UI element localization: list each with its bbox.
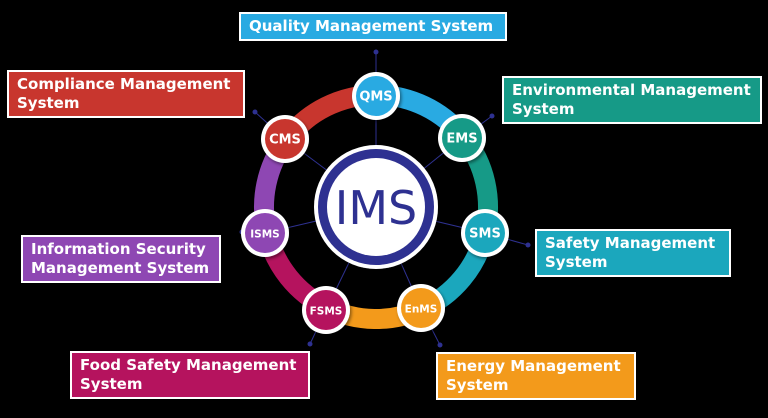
- label-enms-text: Energy Management System: [446, 357, 621, 394]
- node-fsms-fill: [306, 290, 346, 330]
- label-sms: Safety Management System: [535, 229, 731, 277]
- node-enms-fill: [401, 288, 441, 328]
- label-qms: Quality Management System: [239, 12, 507, 41]
- node-sms-fill: [465, 213, 505, 253]
- node-sms: SMS: [461, 209, 509, 257]
- label-fsms-text: Food Safety Management System: [80, 356, 297, 393]
- node-isms: ISMS: [241, 209, 289, 257]
- label-cms: Compliance Management System: [7, 70, 245, 118]
- ims-hub: IMS: [314, 145, 438, 269]
- label-cms-text: Compliance Management System: [17, 75, 231, 112]
- connector-dot-enms: [437, 342, 443, 348]
- label-qms-text: Quality Management System: [249, 17, 494, 35]
- connector-dot-ems: [489, 113, 495, 119]
- connector-dot-sms: [525, 242, 531, 248]
- node-ems: EMS: [438, 114, 486, 162]
- node-enms: EnMS: [397, 284, 445, 332]
- connector-dot-fsms: [307, 341, 313, 347]
- connector-dot-qms: [373, 49, 379, 55]
- node-enms-label: EnMS: [405, 304, 438, 316]
- hub-label: IMS: [335, 181, 417, 235]
- label-isms: Information Security Management System: [21, 235, 221, 283]
- node-fsms-label: FSMS: [310, 306, 343, 318]
- label-ems: Environmental Management System: [502, 76, 762, 124]
- node-isms-label: ISMS: [250, 229, 279, 241]
- label-ems-text: Environmental Management System: [512, 81, 751, 118]
- label-fsms: Food Safety Management System: [70, 351, 310, 399]
- label-isms-text: Information Security Management System: [31, 240, 210, 277]
- ring-nodes: QMS EMS SMS EnMS FSMS ISMS CMS: [241, 72, 509, 334]
- node-ems-fill: [442, 118, 482, 158]
- node-qms-fill: [356, 76, 396, 116]
- node-isms-fill: [245, 213, 285, 253]
- node-sms-label: SMS: [469, 227, 501, 242]
- node-ems-label: EMS: [446, 132, 477, 147]
- hub-inner-circle: [327, 158, 425, 256]
- node-qms-label: QMS: [359, 90, 392, 105]
- node-cms: CMS: [261, 115, 309, 163]
- node-fsms: FSMS: [302, 286, 350, 334]
- label-sms-text: Safety Management System: [545, 234, 716, 271]
- node-cms-fill: [265, 119, 305, 159]
- label-enms: Energy Management System: [436, 352, 636, 400]
- node-cms-label: CMS: [269, 133, 301, 148]
- node-qms: QMS: [352, 72, 400, 120]
- connector-dot-cms: [252, 109, 258, 115]
